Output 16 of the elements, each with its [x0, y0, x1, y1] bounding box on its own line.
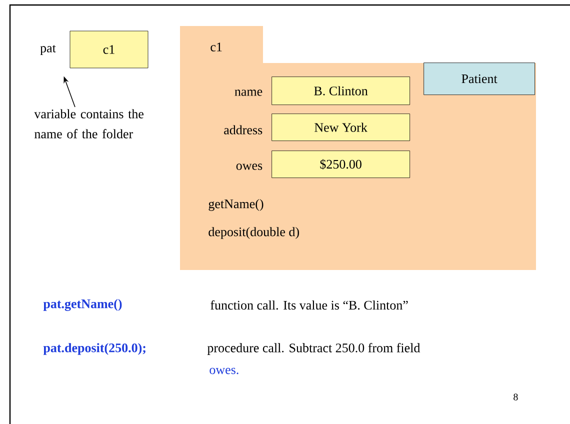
page-number: 8 [514, 394, 518, 400]
description-text: function call. Its value is “B. Clinton” [210, 300, 408, 310]
field-box: $250.00 [272, 150, 410, 178]
note-text: variable contains the name of the folder [34, 109, 144, 138]
field-box: New York [272, 114, 410, 141]
field-label: name [234, 90, 262, 96]
field-label: owes [236, 164, 262, 170]
field-name-text: owes. [210, 368, 238, 374]
class-name-box: Patient [424, 62, 535, 95]
field-label: address [224, 125, 262, 134]
field-label: pat [40, 44, 56, 56]
code-text: pat.getName() [43, 299, 122, 311]
description-text: procedure call. Subtract 250.0 from field [207, 343, 420, 355]
variable-box: c1 [70, 30, 148, 68]
code-text: pat.deposit(250.0); [43, 343, 146, 355]
field-box: B. Clinton [272, 76, 410, 105]
